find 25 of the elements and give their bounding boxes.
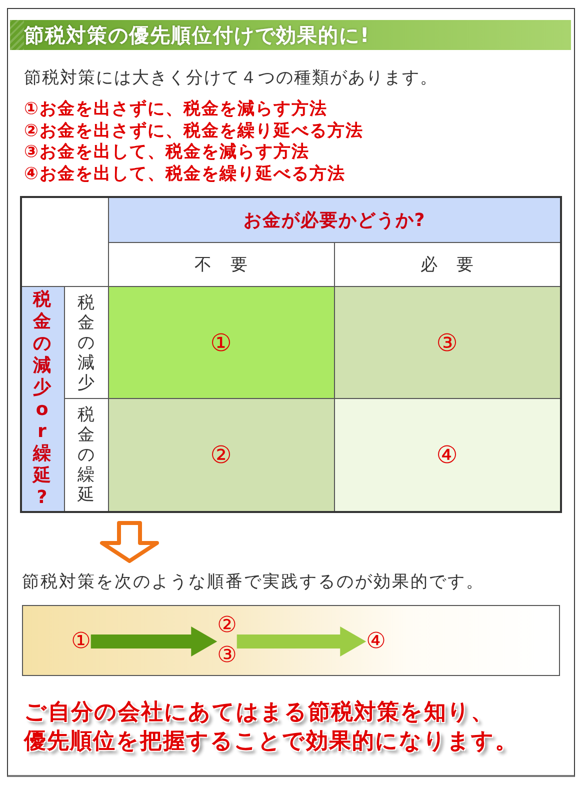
step-number: ④ [366,629,386,655]
quadrant-cell: ③ [334,286,560,398]
column-header-cell: お金が必要かどうか? [108,198,560,242]
step-number: ③ [217,642,237,670]
column-subheader-cell: 不 要 [108,242,334,286]
intro-text: 節税対策には大きく分けて４つの種類があります。 [24,67,438,89]
flow-band [22,605,560,676]
column-subheader-cell: 必 要 [334,242,560,286]
title: 節税対策の優先順位付けで効果的に! [24,22,370,49]
row-header-cell: 税金の減少or繰延? [22,286,64,511]
row-subheader-cell: 税金の減少 [64,286,108,398]
step-number: ① [71,629,91,655]
quadrant-cell: ② [108,398,334,511]
method-list-item: ④お金を出して、税金を繰り延べる方法 [24,162,346,184]
block-arrow [90,626,218,656]
quadrant-cell: ① [108,286,334,398]
instruction-text: 節税対策を次のような順番で実践するのが効果的です。 [22,571,484,593]
method-list-item: ②お金を出さずに、税金を繰り延べる方法 [24,120,364,142]
block-arrow [236,626,366,656]
quadrant-cell: ④ [334,398,560,511]
method-list-item: ①お金を出さずに、税金を減らす方法 [24,98,328,120]
conclusion-text: ご自分の会社にあてはまる節税対策を知り、優先順位を把握することで効果的になります。 [24,698,519,756]
method-list-item: ③お金を出して、税金を減らす方法 [24,141,310,163]
step-number: ② [217,612,237,640]
row-subheader-cell: 税金の繰延 [64,398,108,511]
